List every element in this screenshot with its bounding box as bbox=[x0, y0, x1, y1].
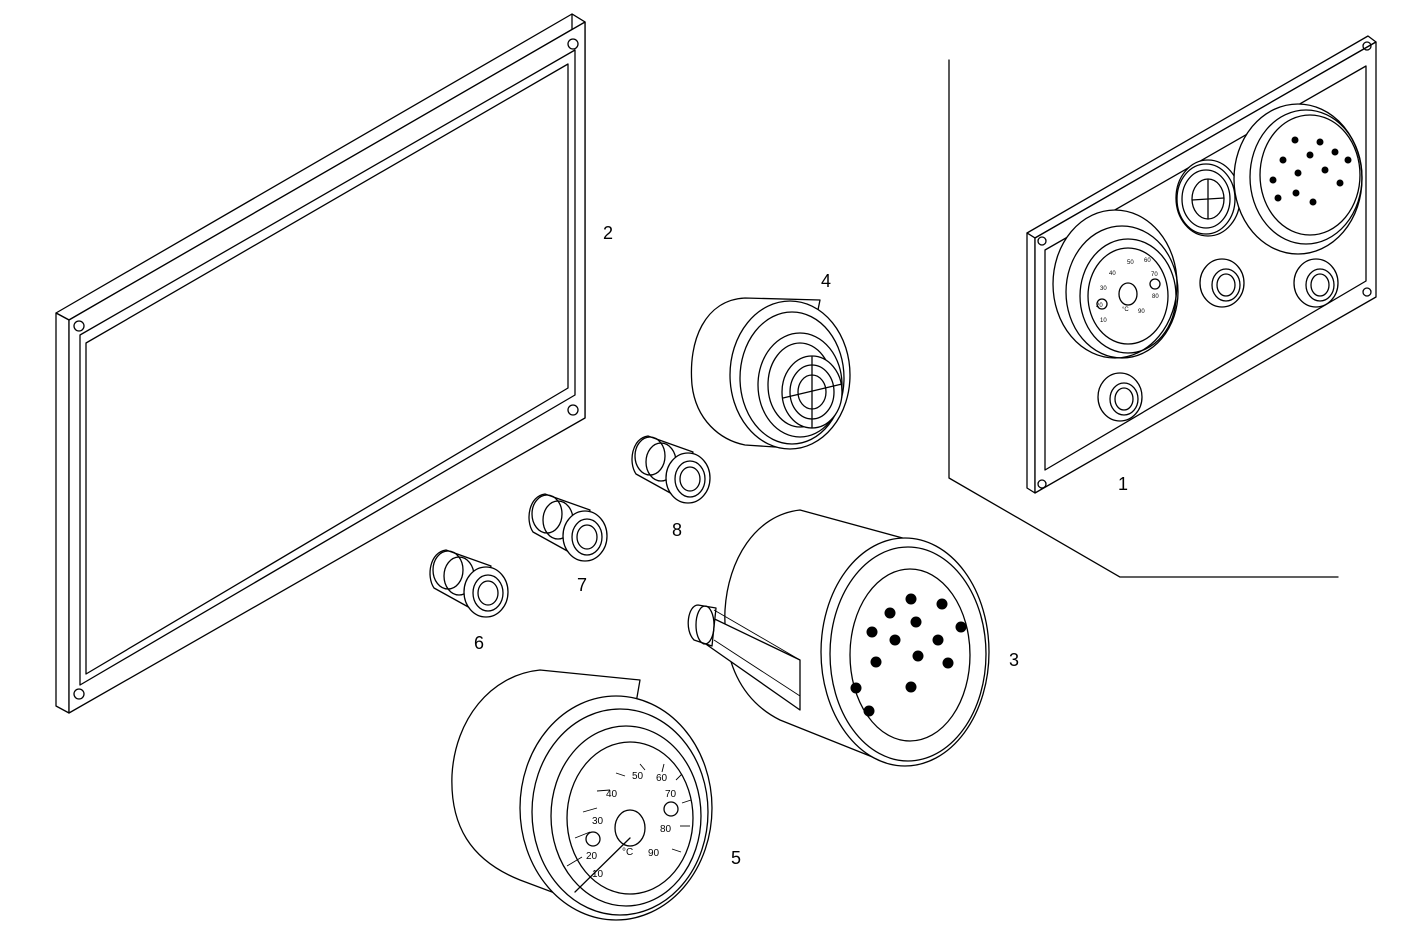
callout-labels: 1 2 3 4 5 6 7 8 bbox=[474, 223, 1128, 868]
horn-buzzer bbox=[690, 297, 851, 450]
gasket-frame bbox=[55, 13, 586, 714]
callout-6: 6 bbox=[474, 633, 484, 653]
callout-1: 1 bbox=[1118, 474, 1128, 494]
gauge-scale-10: 10 bbox=[592, 869, 604, 880]
indicator-light-6 bbox=[429, 549, 509, 618]
indicator-light-8 bbox=[631, 435, 711, 504]
callout-4: 4 bbox=[821, 271, 831, 291]
gauge-scale-60: 60 bbox=[656, 773, 668, 784]
panel-scale-20: 20 bbox=[1096, 303, 1103, 309]
callout-8: 8 bbox=[672, 520, 682, 540]
callout-2: 2 bbox=[603, 223, 613, 243]
panel-warning-light-cluster bbox=[1233, 103, 1363, 255]
panel-scale-70: 70 bbox=[1151, 272, 1158, 278]
panel-unit-label: °C bbox=[1122, 307, 1129, 313]
panel-scale-50: 50 bbox=[1127, 260, 1134, 266]
panel-horn bbox=[1175, 159, 1241, 237]
gauge-scale-20: 20 bbox=[586, 851, 598, 862]
panel-scale-60: 60 bbox=[1144, 258, 1151, 264]
gauge-scale-90: 90 bbox=[648, 848, 660, 859]
indicator-light-7 bbox=[528, 493, 608, 562]
gauge-scale-80: 80 bbox=[660, 824, 672, 835]
gauge-scale-70: 70 bbox=[665, 789, 677, 800]
panel-scale-90: 90 bbox=[1138, 309, 1145, 315]
gauge-scale-50: 50 bbox=[632, 771, 644, 782]
panel-indicator-lights bbox=[1097, 258, 1339, 422]
panel-scale-40: 40 bbox=[1109, 271, 1116, 277]
panel-scale-10: 10 bbox=[1100, 318, 1107, 324]
gauge-unit-label: °C bbox=[622, 847, 633, 858]
panel-scale-30: 30 bbox=[1100, 286, 1107, 292]
callout-7: 7 bbox=[577, 575, 587, 595]
callout-5: 5 bbox=[731, 848, 741, 868]
gauge-scale-40: 40 bbox=[606, 789, 618, 800]
callout-3: 3 bbox=[1009, 650, 1019, 670]
gauge-scale-30: 30 bbox=[592, 816, 604, 827]
assembled-panel: 10 20 30 40 50 60 70 80 90 °C bbox=[948, 35, 1377, 578]
panel-temperature-gauge: 10 20 30 40 50 60 70 80 90 °C bbox=[1052, 209, 1179, 359]
temperature-gauge: 10 20 30 40 50 60 70 80 90 °C bbox=[451, 669, 713, 921]
panel-scale-80: 80 bbox=[1152, 294, 1159, 300]
warning-light-cluster bbox=[687, 509, 990, 767]
